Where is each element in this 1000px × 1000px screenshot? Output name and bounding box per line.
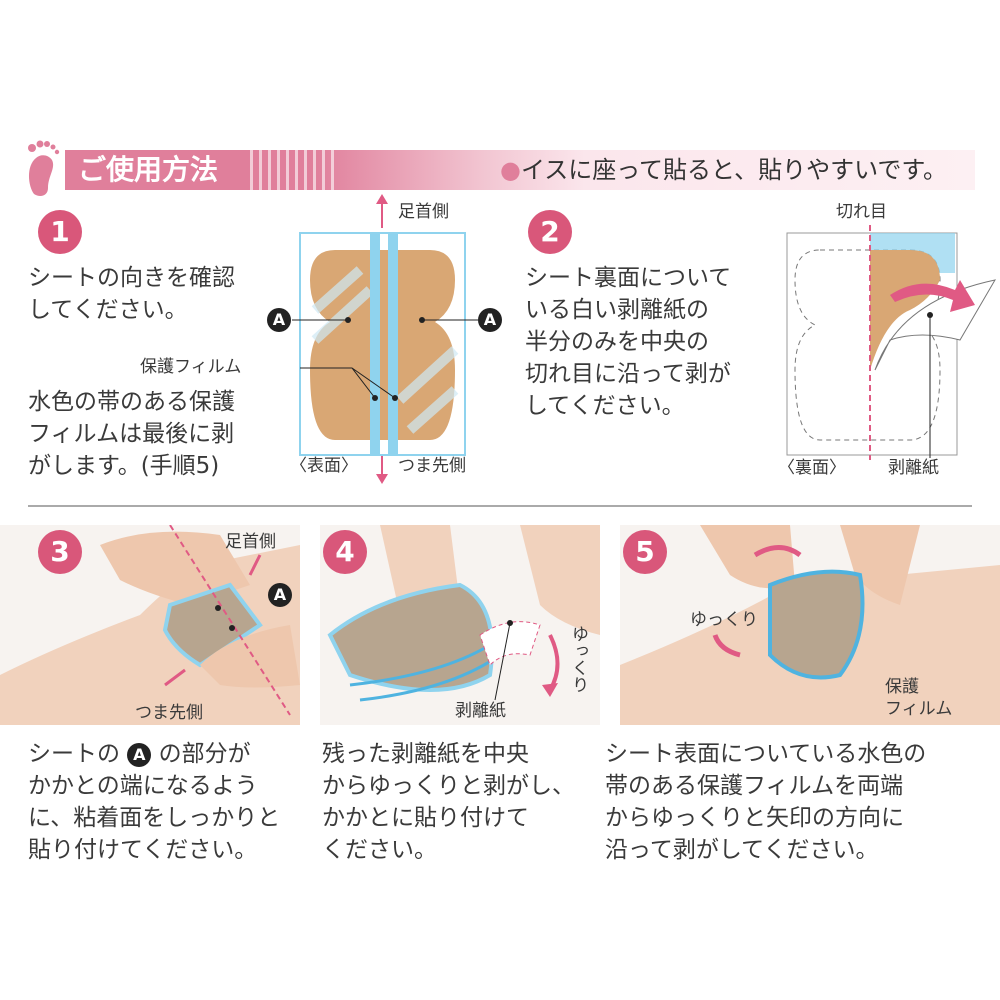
step-3-text: シートの A の部分が かかとの端になるよう に、粘着面をしっかりと 貼り付けて…	[28, 738, 280, 866]
text-line: 水色の帯のある保護	[28, 389, 235, 415]
toe-side-label-3: つま先側	[135, 703, 203, 723]
bullet-icon: ●	[500, 156, 521, 184]
text-line: 貼り付けてください。	[28, 837, 258, 863]
front-side-label: 〈表面〉	[290, 456, 358, 476]
ankle-side-label-3: 足首側	[225, 532, 276, 552]
text-line: 保護	[885, 677, 919, 697]
sheet-front-diagram	[292, 194, 478, 484]
sheet-back-diagram	[786, 225, 996, 460]
header-stripes	[250, 150, 335, 190]
step-2-number: 2	[528, 210, 572, 254]
text-line: シートの向きを確認	[28, 265, 235, 291]
back-side-label: 〈裏面〉	[778, 458, 846, 478]
release-paper-label: 剥離紙	[888, 458, 939, 478]
step-5-photo	[620, 525, 1000, 725]
step-4-photo	[320, 525, 600, 725]
step-2-text: シート裏面について いる白い剥離紙の 半分のみを中央の 切れ目に沿って剥が して…	[525, 262, 731, 422]
header-bar	[65, 150, 975, 190]
text-line: からゆっくりと剥がし、	[322, 773, 575, 799]
film-label-5: 保護 フィルム	[885, 676, 952, 720]
text-line: 沿って剥がしてください。	[605, 837, 879, 863]
text-line: の部分が	[158, 741, 251, 767]
text-line: 切れ目に沿って剥が	[525, 361, 731, 387]
text-line: フィルムは最後に剥	[28, 421, 235, 447]
text-line: 残った剥離紙を中央	[322, 741, 529, 767]
tip-text: ●イスに座って貼ると、貼りやすいです。	[500, 156, 947, 184]
text-line: に、粘着面をしっかりと	[28, 805, 281, 831]
step-3-number: 3	[38, 530, 82, 574]
text-line: フィルム	[885, 699, 953, 719]
section-divider	[28, 505, 972, 507]
step-1-text: シートの向きを確認 してください。 水色の帯のある保護 フィルムは最後に剥 がし…	[28, 262, 235, 482]
marker-a-left: A	[267, 308, 291, 332]
step-5-text: シート表面についている水色の 帯のある保護フィルムを両端 からゆっくりと矢印の方…	[605, 738, 926, 866]
cut-line-label: 切れ目	[836, 202, 887, 222]
text-line: シート表面についている水色の	[605, 741, 927, 767]
marker-a-inline: A	[127, 742, 152, 767]
film-label: 保護フィルム	[140, 357, 242, 377]
slowly-label-4: ゆっくり	[568, 625, 588, 693]
ankle-side-label: 足首側	[398, 202, 449, 222]
text-line: からゆっくりと矢印の方向に	[605, 805, 904, 831]
text-line: かかとに貼り付けて	[322, 805, 529, 831]
slowly-label-5: ゆっくり	[690, 610, 758, 630]
text-line: 帯のある保護フィルムを両端	[605, 773, 904, 799]
marker-a-photo: A	[268, 583, 292, 607]
text-line: ください。	[322, 837, 437, 863]
text-line: してください。	[28, 297, 188, 323]
spacer	[28, 326, 235, 386]
step-4-text: 残った剥離紙を中央 からゆっくりと剥がし、 かかとに貼り付けて ください。	[322, 738, 575, 866]
text-line: してください。	[525, 393, 685, 419]
toe-side-label: つま先側	[398, 456, 466, 476]
foot-icon	[28, 140, 60, 196]
text-line: シート裏面について	[525, 265, 732, 291]
page-title: ご使用方法	[78, 153, 219, 186]
step-1-number: 1	[38, 210, 82, 254]
marker-a-right: A	[478, 308, 502, 332]
text-line: 半分のみを中央の	[525, 329, 709, 355]
release-paper-label-4: 剥離紙	[455, 701, 506, 721]
text-line: いる白い剥離紙の	[525, 297, 709, 323]
text-line: がします。(手順5)	[28, 453, 220, 479]
text-line: シートの	[28, 741, 120, 767]
text-line: かかとの端になるよう	[28, 773, 258, 799]
step-4-number: 4	[323, 530, 367, 574]
step-5-number: 5	[623, 530, 667, 574]
